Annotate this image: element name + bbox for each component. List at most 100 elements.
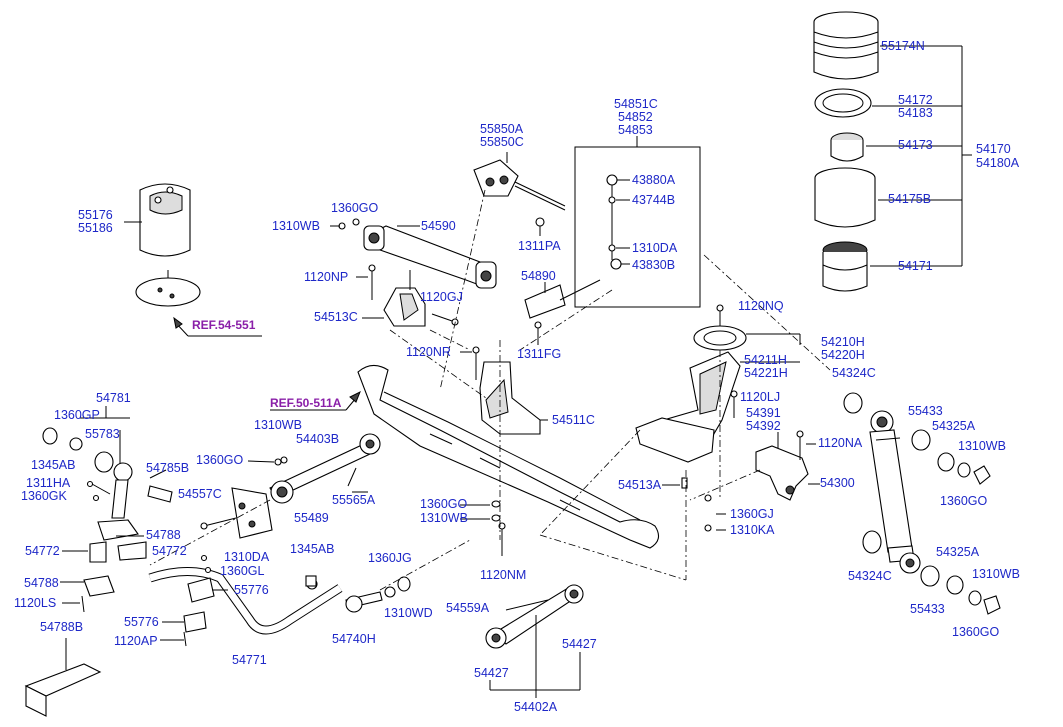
label-54851C: 54851C (614, 97, 658, 111)
label-54781: 54781 (96, 391, 131, 405)
label-1360GO-right-bottom: 1360GO (952, 625, 1000, 639)
label-54772-right: 54772 (152, 544, 187, 558)
label-1120GJ: 1120GJ (420, 290, 463, 304)
bracket-54391 (730, 390, 809, 501)
label-1310KA: 1310KA (730, 523, 775, 537)
label-54325A-top: 54325A (932, 419, 976, 433)
leader-lines (60, 221, 820, 641)
label-54391: 54391 (746, 406, 781, 420)
label-55174N: 55174N (881, 39, 925, 53)
label-54890: 54890 (521, 269, 556, 283)
label-1360JG: 1360JG (368, 551, 412, 565)
label-54590: 54590 (421, 219, 456, 233)
label-54788-low: 54788 (24, 576, 59, 590)
label-54513C: 54513C (314, 310, 358, 324)
air-tank-plate (135, 270, 201, 307)
bump-stopper (830, 132, 864, 162)
bracket-55489 (200, 487, 273, 539)
label-1310WB-right-top: 1310WB (958, 439, 1006, 453)
label-54557C: 54557C (178, 487, 222, 501)
ref-54-551[interactable]: REF.54-551 (192, 318, 256, 332)
label-1310WB-right-bottom: 1310WB (972, 567, 1020, 581)
lower-control-arm (485, 584, 584, 698)
stabilizer-bar (148, 554, 343, 647)
label-43880A: 43880A (632, 173, 676, 187)
label-54853: 54853 (618, 123, 653, 137)
label-54511C: 54511C (552, 413, 595, 427)
label-1360GP: 1360GP (54, 408, 100, 422)
shock-bushings (843, 392, 1001, 615)
label-54170: 54170 (976, 142, 1011, 156)
label-55783: 55783 (85, 427, 120, 441)
label-1120AP: 1120AP (114, 634, 158, 648)
label-54324C-bottom: 54324C (848, 569, 892, 583)
label-54211H: 54211H (744, 353, 787, 367)
label-43744B: 43744B (632, 193, 676, 207)
label-1120NM: 1120NM (480, 568, 527, 582)
label-54173: 54173 (898, 138, 933, 152)
label-55433-top: 55433 (908, 404, 943, 418)
label-54175B: 54175B (888, 192, 932, 206)
bracket-54788B (24, 638, 102, 717)
label-54852: 54852 (618, 110, 653, 124)
label-1310WB-top: 1310WB (272, 219, 320, 233)
label-1360GO-top: 1360GO (331, 201, 379, 215)
label-1120NP: 1120NP (304, 270, 349, 284)
label-54172: 54172 (898, 93, 933, 107)
phantom-lines (149, 189, 831, 591)
center-fasteners (305, 477, 712, 587)
air-bellows (814, 167, 876, 228)
label-1311FG: 1311FG (517, 347, 562, 361)
air-spring-base (822, 241, 868, 292)
ref-54-551-leader (173, 316, 262, 337)
label-55850A: 55850A (480, 122, 524, 136)
axle-beam (357, 364, 660, 549)
label-54392: 54392 (746, 419, 781, 433)
bracket-54513C (368, 264, 459, 327)
air-spring-cover (813, 11, 879, 80)
label-54740H: 54740H (332, 632, 376, 646)
label-55776-a: 55776 (234, 583, 269, 597)
label-54402A: 54402A (514, 700, 558, 714)
label-54427-left: 54427 (474, 666, 509, 680)
label-1311PA: 1311PA (518, 239, 561, 253)
spring-seat-right (635, 304, 801, 463)
label-55433-bottom: 55433 (910, 602, 945, 616)
label-1345AB-left: 1345AB (31, 458, 76, 472)
label-54559A: 54559A (446, 601, 490, 615)
air-spring-bracket-lines (866, 45, 972, 267)
label-1120LS: 1120LS (14, 596, 57, 610)
leveling-valve (473, 152, 566, 236)
label-54788B: 54788B (40, 620, 84, 634)
upper-control-arm (338, 218, 497, 289)
bracket-54890 (524, 279, 601, 345)
label-54403B: 54403B (296, 432, 340, 446)
ref-50-511A[interactable]: REF.50-511A (270, 396, 342, 410)
bracket-box (574, 136, 701, 308)
label-55776-b: 55776 (124, 615, 159, 629)
label-55176: 55176 (78, 208, 113, 222)
label-54180A: 54180A (976, 156, 1020, 170)
label-54772-left: 54772 (25, 544, 60, 558)
label-54513A: 54513A (618, 478, 662, 492)
shock-absorber (869, 410, 921, 574)
label-54183: 54183 (898, 106, 933, 120)
label-1310WB-center: 1310WB (420, 511, 468, 525)
ref-50-511A-leader (270, 390, 361, 411)
label-1360GK: 1360GK (21, 489, 67, 503)
label-1310WD: 1310WD (384, 606, 433, 620)
label-1360GO-center: 1360GO (420, 497, 468, 511)
lateral-rod (269, 433, 381, 504)
label-1360GJ-mid: 1360GJ (730, 507, 774, 521)
label-55489: 55489 (294, 511, 329, 525)
label-1360GO-right-top: 1360GO (940, 494, 988, 508)
label-54300: 54300 (820, 476, 855, 490)
label-1360GL: 1360GL (220, 564, 265, 578)
stabilizer-bushings (81, 541, 147, 613)
label-43830B: 43830B (632, 258, 676, 272)
label-54210H: 54210H (821, 335, 865, 349)
label-1310DA-top: 1310DA (632, 241, 678, 255)
label-1345AB-center: 1345AB (290, 542, 335, 556)
